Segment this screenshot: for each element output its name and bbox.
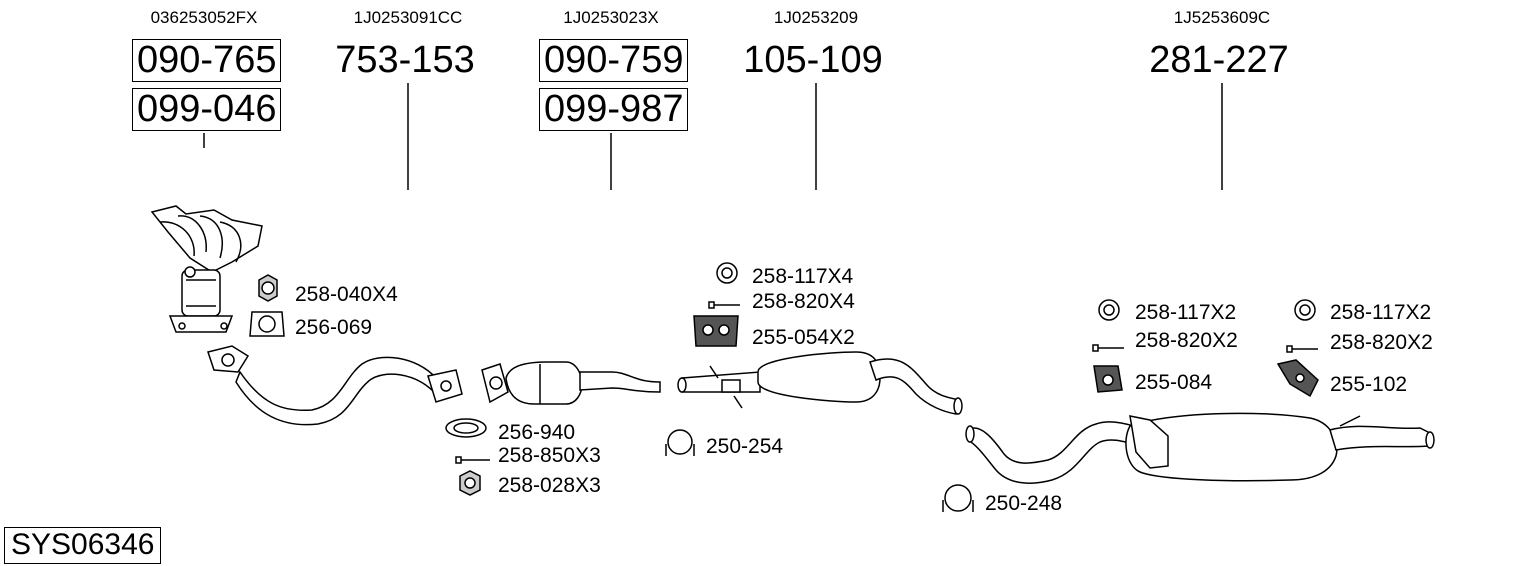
part-number-manifold[interactable]: 090-765 <box>132 39 282 82</box>
fitting-label-clamp-2[interactable]: 250-248 <box>985 492 1063 515</box>
rubber-mount-icon <box>1093 365 1123 393</box>
ring-icon <box>1294 299 1316 321</box>
part-number-manifold-alt[interactable]: 099-046 <box>132 88 282 131</box>
exhaust-manifold-drawing <box>150 205 263 333</box>
fitting-label-ring-1[interactable]: 258-117X4 <box>752 265 854 288</box>
bolt-icon <box>1092 344 1124 352</box>
clamp-icon <box>942 484 974 512</box>
part-number-rear-silencer[interactable]: 281-227 <box>1149 39 1289 81</box>
fitting-label-mount-3[interactable]: 255-102 <box>1330 373 1408 396</box>
rubber-mount-icon <box>1276 359 1319 398</box>
fitting-label-mount-2[interactable]: 255-084 <box>1135 371 1213 394</box>
part-number-catalyst-alt[interactable]: 099-987 <box>539 88 689 131</box>
ring-gasket-icon <box>445 418 487 438</box>
bolt-icon <box>708 301 740 309</box>
ring-icon <box>1098 299 1120 321</box>
bolt-icon <box>1286 345 1318 353</box>
nut-icon <box>258 274 278 302</box>
fitting-label-bolt-3[interactable]: 258-820X2 <box>1135 329 1238 352</box>
fitting-label-gasket-1[interactable]: 256-069 <box>295 316 373 339</box>
fitting-label-nut-1[interactable]: 258-040X4 <box>295 283 398 306</box>
fitting-label-mount-1[interactable]: 255-054X2 <box>752 326 855 349</box>
system-id-badge: SYS06346 <box>4 527 162 564</box>
part-number-catalyst[interactable]: 090-759 <box>539 39 689 82</box>
bolt-icon <box>455 456 490 464</box>
part-number-centre-silencer[interactable]: 105-109 <box>743 39 883 81</box>
fitting-label-bolt-4[interactable]: 258-820X2 <box>1330 331 1433 354</box>
centre-silencer-drawing <box>677 351 963 415</box>
fitting-label-bolt-1[interactable]: 258-850X3 <box>498 444 601 467</box>
rubber-mount-icon <box>693 315 739 347</box>
fitting-label-ring-2[interactable]: 258-117X2 <box>1135 301 1237 324</box>
oem-number-front-pipe: 1J0253091CC <box>353 8 463 27</box>
oem-number-rear-silencer: 1J5253609C <box>1173 8 1271 27</box>
front-pipe-drawing <box>207 345 463 426</box>
clamp-icon <box>665 429 695 456</box>
part-number-front-pipe[interactable]: 753-153 <box>335 39 475 81</box>
gasket-icon <box>249 311 285 337</box>
catalyst-drawing <box>481 361 661 405</box>
fitting-label-ring-3[interactable]: 258-117X2 <box>1330 301 1432 324</box>
oem-number-manifold: 036253052FX <box>150 8 258 27</box>
fitting-label-clamp-1[interactable]: 250-254 <box>706 435 784 458</box>
ring-icon <box>716 262 738 284</box>
nut-icon <box>459 470 481 496</box>
rear-silencer-drawing <box>965 412 1435 484</box>
oem-number-centre-silencer: 1J0253209 <box>773 8 859 27</box>
oem-number-catalyst: 1J0253023X <box>563 8 659 27</box>
fitting-label-gasket-2[interactable]: 256-940 <box>498 421 576 444</box>
fitting-label-bolt-2[interactable]: 258-820X4 <box>752 290 855 313</box>
fitting-label-nut-2[interactable]: 258-028X3 <box>498 474 601 497</box>
